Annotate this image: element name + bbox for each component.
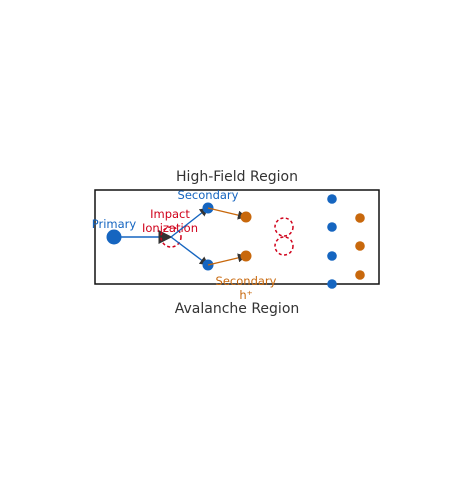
- branch-lower: [170, 236, 209, 266]
- impact-label-line2: Ionization: [142, 221, 198, 235]
- impact-label-line1: Impact: [150, 207, 190, 221]
- secondary-hole-label-line2: h⁺: [239, 288, 252, 302]
- avalanche-electron: [327, 222, 337, 232]
- high-field-region-title: High-Field Region: [176, 169, 298, 185]
- ionization-event-lower: [274, 236, 294, 256]
- hole-upper: [240, 211, 252, 223]
- ionization-event-upper: [274, 217, 294, 237]
- avalanche-region-title: Avalanche Region: [175, 301, 300, 317]
- avalanche-hole: [355, 213, 365, 223]
- avalanche-electron: [327, 194, 337, 204]
- hole-path-lower: [207, 253, 247, 266]
- primary-electron: [106, 229, 122, 245]
- region-frame: [94, 189, 380, 285]
- primary-label: Primary: [92, 217, 137, 231]
- hole-lower: [240, 250, 252, 262]
- impact-ionization-site: [160, 226, 182, 248]
- avalanche-electron: [327, 251, 337, 261]
- avalanche-electron: [327, 279, 337, 289]
- avalanche-hole: [355, 241, 365, 251]
- branch-upper: [170, 207, 209, 238]
- secondary-hole-label-line1: Secondary: [216, 274, 277, 288]
- avalanche-hole: [355, 270, 365, 280]
- hole-path-upper: [207, 207, 247, 220]
- secondary-electron-label: Secondary: [178, 188, 239, 202]
